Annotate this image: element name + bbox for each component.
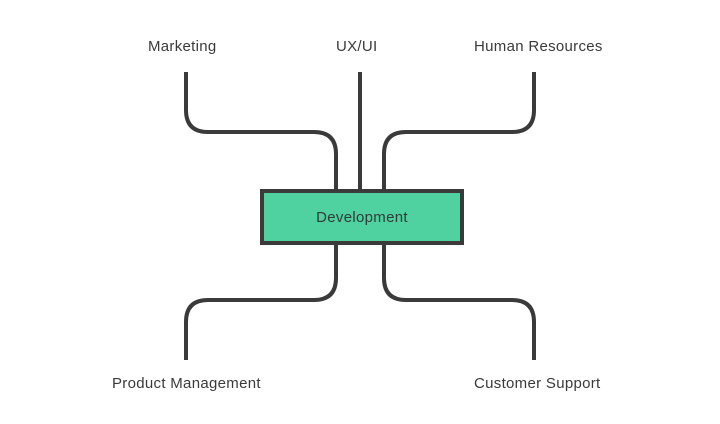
node-label-marketing: Marketing — [148, 38, 217, 55]
connector-marketing — [184, 72, 338, 190]
connector-human-resources — [382, 72, 536, 190]
center-node-label: Development — [316, 208, 408, 226]
node-label-product-management: Product Management — [112, 375, 261, 392]
connector-product-management — [184, 240, 338, 360]
node-label-ux-ui: UX/UI — [336, 38, 378, 55]
node-label-human-resources: Human Resources — [474, 38, 603, 55]
node-label-customer-support: Customer Support — [474, 375, 601, 392]
center-node-development: Development — [260, 189, 464, 245]
connector-customer-support — [382, 240, 536, 360]
